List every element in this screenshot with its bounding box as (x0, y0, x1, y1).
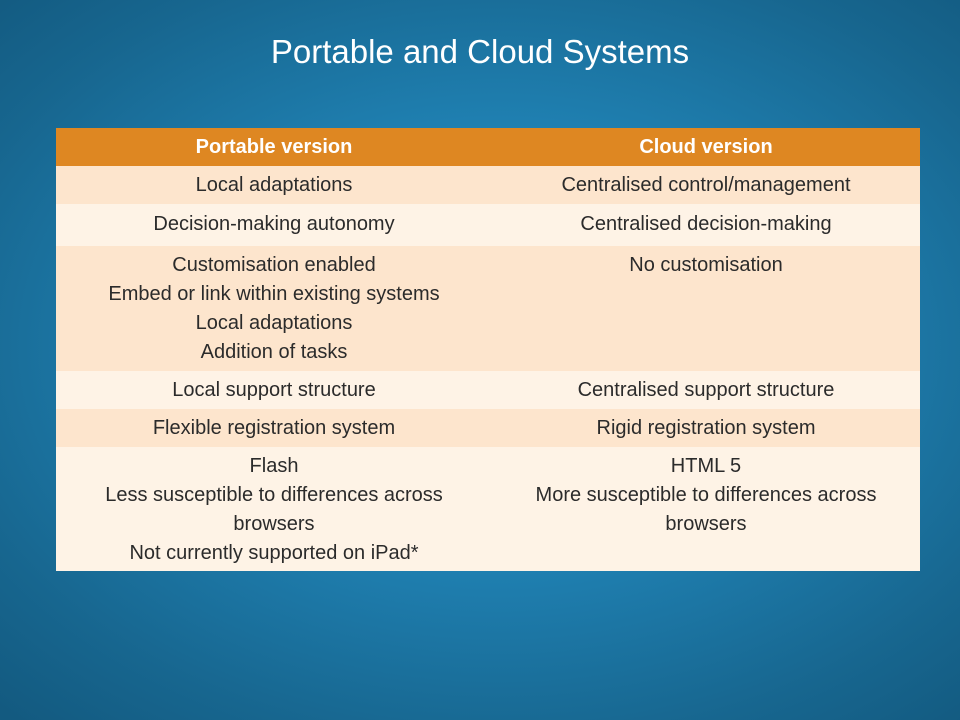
cell-line: Centralised control/management (561, 174, 851, 196)
comparison-table: Portable version Cloud version Local ada… (56, 128, 920, 571)
portable-cell: Flexible registration system (56, 409, 492, 447)
table-row: Local support structure Centralised supp… (56, 371, 920, 409)
cloud-cell: Centralised decision-making (492, 204, 920, 246)
portable-cell: Flash Less susceptible to differences ac… (56, 447, 492, 571)
cell-line: Centralised decision-making (580, 213, 832, 235)
cloud-cell: Centralised control/management (492, 166, 920, 204)
cell-line: Embed or link within existing systems (108, 283, 440, 305)
portable-cell: Local support structure (56, 371, 492, 409)
cell-line: Flash (249, 455, 299, 477)
cell-line: Customisation enabled (172, 254, 376, 276)
header-cloud-version: Cloud version (492, 128, 920, 166)
cell-line: Rigid registration system (596, 417, 816, 439)
header-portable-version: Portable version (56, 128, 492, 166)
table-row: Flexible registration system Rigid regis… (56, 409, 920, 447)
cloud-cell: HTML 5 More susceptible to differences a… (492, 447, 920, 571)
portable-cell: Customisation enabled Embed or link with… (56, 246, 492, 371)
cloud-cell: Centralised support structure (492, 371, 920, 409)
table-row: Local adaptations Centralised control/ma… (56, 166, 920, 204)
cell-line: Local support structure (172, 379, 376, 401)
cell-line: Addition of tasks (200, 341, 348, 363)
cell-line: Local adaptations (195, 174, 353, 196)
cell-line: Not currently supported on iPad* (129, 542, 419, 564)
slide-title: Portable and Cloud Systems (270, 33, 690, 70)
cell-line: More susceptible to differences across b… (535, 484, 877, 535)
cell-line: Flexible registration system (152, 417, 396, 439)
cell-line: Less susceptible to differences across b… (105, 484, 443, 535)
table-row: Decision-making autonomy Centralised dec… (56, 204, 920, 246)
cell-line: Decision-making autonomy (153, 213, 395, 235)
table-row: Flash Less susceptible to differences ac… (56, 447, 920, 571)
cell-line: No customisation (629, 254, 783, 276)
cloud-cell: Rigid registration system (492, 409, 920, 447)
portable-cell: Decision-making autonomy (56, 204, 492, 246)
cell-line: HTML 5 (670, 455, 742, 477)
cell-line: Centralised support structure (577, 379, 835, 401)
portable-cell: Local adaptations (56, 166, 492, 204)
table-row: Customisation enabled Embed or link with… (56, 246, 920, 371)
cloud-cell: No customisation (492, 246, 920, 371)
cell-line: Local adaptations (195, 312, 353, 334)
table-header-row: Portable version Cloud version (56, 128, 920, 166)
